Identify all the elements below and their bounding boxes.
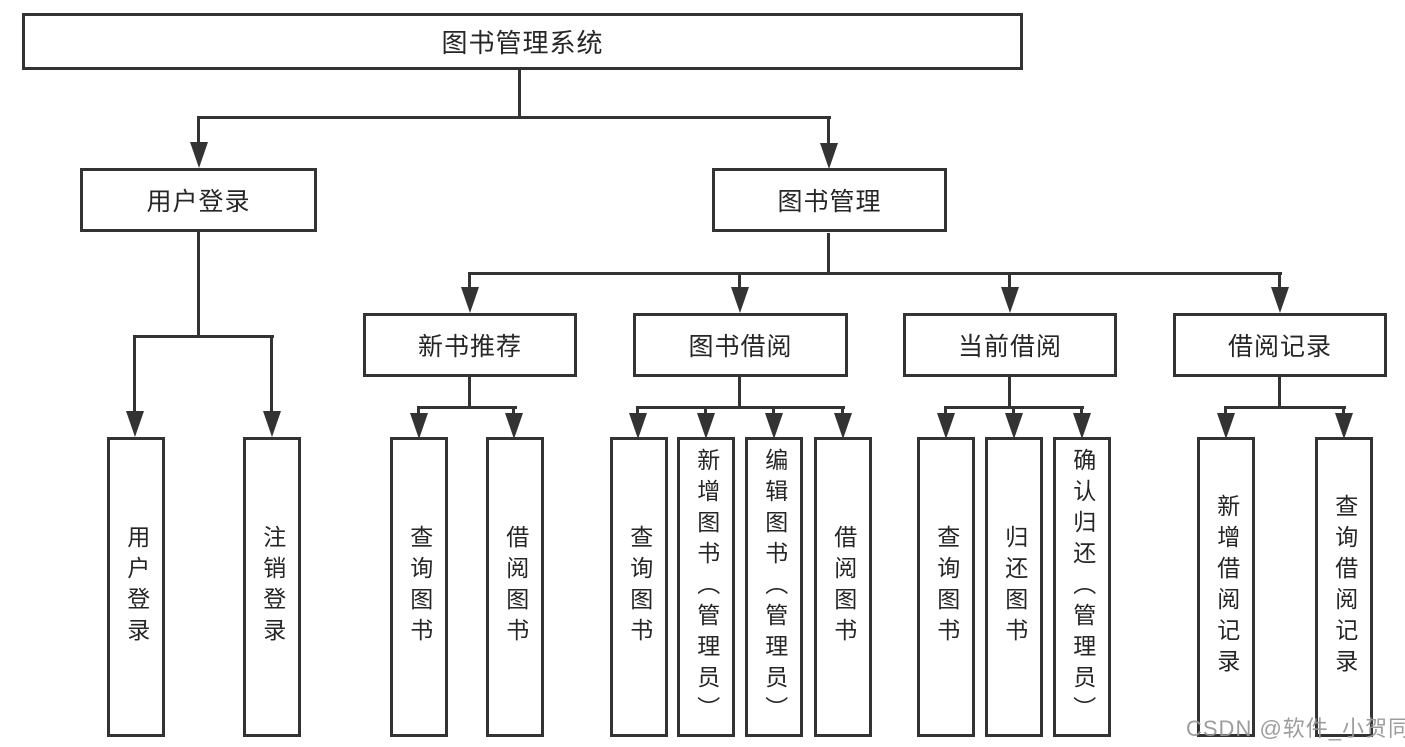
node-borrow-records: 借阅记录: [1173, 313, 1387, 377]
node-current-borrow: 当前借阅: [903, 313, 1117, 377]
arrowhead-down-icon: [1001, 287, 1019, 313]
leaf-user-login: 用户登录: [107, 437, 165, 737]
connector-line: [468, 377, 471, 409]
connector-line: [841, 406, 844, 416]
leaf-query-borrow-record: 查询借阅记录: [1315, 437, 1373, 737]
arrowhead-down-icon: [937, 413, 955, 439]
connector-line: [772, 406, 775, 416]
connector-line: [1278, 377, 1281, 409]
connector-line: [417, 406, 517, 409]
connector-line: [738, 272, 741, 290]
leaf-logout: 注销登录: [243, 437, 301, 737]
leaf-borrow-books-2: 借阅图书: [814, 437, 872, 737]
node-book-management: 图书管理: [712, 168, 947, 232]
connector-line: [704, 406, 707, 416]
connector-line: [1008, 272, 1011, 290]
connector-line: [270, 335, 273, 415]
connector-line: [417, 406, 420, 416]
connector-line: [197, 116, 831, 119]
leaf-query-books-1: 查询图书: [390, 437, 448, 737]
node-user-login: 用户登录: [80, 168, 317, 232]
leaf-query-books-3: 查询图书: [917, 437, 975, 737]
connector-line: [944, 406, 947, 416]
arrowhead-down-icon: [505, 413, 523, 439]
connector-line: [197, 232, 200, 338]
leaf-query-books-1-label: 查询图书: [406, 525, 433, 649]
node-book-management-label: 图书管理: [777, 188, 882, 216]
node-book-borrow-label: 图书借阅: [688, 333, 793, 361]
leaf-borrow-books-2-label: 借阅图书: [830, 525, 857, 649]
leaf-user-login-label: 用户登录: [123, 525, 150, 649]
arrowhead-down-icon: [263, 411, 281, 437]
connector-line: [1278, 272, 1281, 290]
arrowhead-down-icon: [820, 143, 838, 169]
arrowhead-down-icon: [1217, 413, 1235, 439]
arrowhead-down-icon: [1335, 413, 1353, 439]
connector-line: [827, 233, 830, 275]
node-borrow-records-label: 借阅记录: [1227, 333, 1332, 361]
arrowhead-down-icon: [1271, 287, 1289, 313]
leaf-query-books-2: 查询图书: [610, 437, 668, 737]
leaf-return-books-label: 归还图书: [1001, 525, 1028, 649]
connector-line: [738, 377, 741, 409]
connector-line: [512, 406, 515, 416]
arrowhead-down-icon: [126, 411, 144, 437]
node-new-book-recommend: 新书推荐: [363, 313, 577, 377]
connector-line: [1224, 406, 1227, 416]
connector-line: [197, 116, 200, 146]
connector-line: [1012, 406, 1015, 416]
arrowhead-down-icon: [629, 413, 647, 439]
leaf-return-books: 归还图书: [985, 437, 1043, 737]
leaf-add-books-admin: 新增图书（管理员）: [677, 437, 735, 737]
connector-line: [133, 335, 274, 338]
leaf-add-borrow-record: 新增借阅记录: [1197, 437, 1255, 737]
arrowhead-down-icon: [461, 287, 479, 313]
leaf-query-borrow-record-label: 查询借阅记录: [1331, 494, 1358, 680]
node-book-borrow: 图书借阅: [633, 313, 848, 377]
leaf-confirm-return-admin-label: 确认归还（管理员）: [1069, 447, 1096, 727]
node-root-label: 图书管理系统: [441, 28, 604, 58]
connector-line: [468, 272, 471, 290]
node-new-book-recommend-label: 新书推荐: [417, 333, 522, 361]
arrowhead-down-icon: [697, 413, 715, 439]
leaf-confirm-return-admin: 确认归还（管理员）: [1053, 437, 1111, 737]
connector-line: [1342, 406, 1345, 416]
arrowhead-down-icon: [765, 413, 783, 439]
csdn-watermark: CSDN @软件_小贺同学: [1186, 716, 1405, 741]
leaf-query-books-2-label: 查询图书: [626, 525, 653, 649]
leaf-edit-books-admin: 编辑图书（管理员）: [745, 437, 803, 737]
connector-line: [133, 335, 136, 415]
connector-line: [1224, 406, 1346, 409]
connector-line: [468, 272, 1282, 275]
connector-line: [1008, 377, 1011, 409]
node-user-login-label: 用户登录: [146, 188, 251, 216]
arrowhead-down-icon: [190, 142, 208, 168]
arrowhead-down-icon: [1005, 413, 1023, 439]
leaf-add-borrow-record-label: 新增借阅记录: [1213, 494, 1240, 680]
connector-line: [636, 406, 845, 409]
leaf-edit-books-admin-label: 编辑图书（管理员）: [761, 447, 788, 727]
connector-line: [518, 69, 521, 119]
arrowhead-down-icon: [1073, 413, 1091, 439]
arrowhead-down-icon: [731, 287, 749, 313]
leaf-logout-label: 注销登录: [259, 525, 286, 649]
connector-line: [1080, 406, 1083, 416]
leaf-query-books-3-label: 查询图书: [933, 525, 960, 649]
leaf-borrow-books-1-label: 借阅图书: [502, 525, 529, 649]
arrowhead-down-icon: [834, 413, 852, 439]
node-root: 图书管理系统: [22, 13, 1023, 70]
arrowhead-down-icon: [410, 413, 428, 439]
connector-line: [636, 406, 639, 416]
leaf-add-books-admin-label: 新增图书（管理员）: [693, 447, 720, 727]
leaf-borrow-books-1: 借阅图书: [486, 437, 544, 737]
connector-line: [827, 116, 830, 146]
node-current-borrow-label: 当前借阅: [957, 333, 1062, 361]
